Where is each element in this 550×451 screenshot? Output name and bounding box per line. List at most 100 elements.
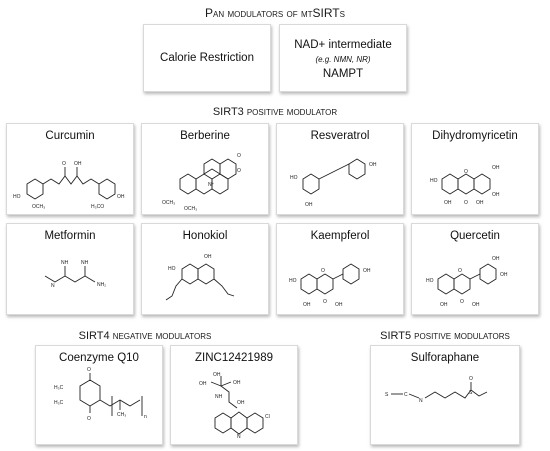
- quercetin-atom-oh3: OH: [492, 256, 500, 262]
- curcumin-atom-ho: HO: [13, 194, 21, 200]
- kaempferol-atom-oh1: OH: [303, 302, 311, 308]
- zinc-atom-n: N: [237, 434, 241, 440]
- quercetin-atom-oh1: OH: [440, 302, 448, 308]
- dihydromyricetin-atom-o1: O: [464, 169, 468, 175]
- resveratrol-atom-ho: HO: [290, 175, 298, 181]
- curcumin-atom-oh: OH: [74, 161, 82, 167]
- zinc-atom-oh3: OH: [233, 380, 241, 386]
- sulforaphane-atom-s1: S: [385, 392, 389, 398]
- zinc-atom-nh: NH: [215, 394, 223, 400]
- coenzyme-q10-title: Coenzyme Q10: [59, 352, 139, 364]
- resveratrol-title: Resveratrol: [310, 130, 370, 142]
- kaempferol-atom-o1: O: [321, 268, 325, 274]
- dihydromyricetin-atom-oh1: OH: [444, 200, 452, 206]
- coq10-atom-n: n: [144, 414, 147, 420]
- heading-sirt3-positive: SIRT3 positive modulator: [212, 106, 338, 118]
- curcumin-atom-oh2: OH: [117, 194, 125, 200]
- quercetin-atom-ho: HO: [426, 278, 434, 284]
- nad-intermediate-label: NAD+ intermediate: [294, 39, 392, 51]
- zinc-atom-oh1: OH: [213, 372, 221, 378]
- coq10-atom-o2: O: [87, 416, 91, 422]
- zinc12421989-title: ZINC12421989: [195, 352, 273, 364]
- metformin-title: Metformin: [44, 230, 96, 242]
- heading-pan-modulators: Pan modulators of mtSIRTs: [205, 6, 345, 20]
- coq10-atom-o1: O: [87, 367, 91, 373]
- card-dihydromyricetin: Dihydromyricetin O O HO OH OH OH OH: [411, 123, 539, 215]
- dihydromyricetin-title: Dihydromyricetin: [432, 130, 518, 142]
- sulforaphane-structure: S C N S O: [385, 376, 488, 404]
- dihydromyricetin-atom-oh2: OH: [476, 200, 484, 206]
- curcumin-atom-och3: OCH₃: [32, 204, 45, 210]
- quercetin-structure: O O HO OH OH OH OH: [426, 256, 508, 308]
- honokiol-title: Honokiol: [182, 230, 228, 242]
- heading-sirt4-negative: SIRT4 negative modulators: [78, 330, 212, 342]
- sulforaphane-atom-n: N: [419, 398, 423, 404]
- berberine-atom-nplus: N⁺: [208, 182, 215, 188]
- curcumin-atom-h3co: H₃CO: [91, 204, 104, 210]
- card-coenzyme-q10: Coenzyme Q10 O O H₃C H₃C CH₃ n: [35, 345, 163, 445]
- dihydromyricetin-structure: O O HO OH OH OH OH: [430, 165, 500, 206]
- dihydromyricetin-atom-o2: O: [464, 200, 468, 206]
- card-curcumin: Curcumin O OH HO OCH₃ H₃CO OH: [6, 123, 134, 215]
- kaempferol-structure: O O HO OH OH OH: [289, 263, 371, 308]
- nad-examples-label: (e.g. NMN, NR): [315, 55, 371, 64]
- metformin-atom-nh2: NH: [81, 260, 89, 266]
- card-honokiol: Honokiol HO OH: [141, 223, 269, 315]
- card-nad-intermediate: NAD+ intermediate (e.g. NMN, NR) NAMPT: [279, 24, 407, 92]
- curcumin-structure: O OH HO OCH₃ H₃CO OH: [13, 161, 125, 210]
- resveratrol-structure: HO OH OH: [290, 158, 377, 208]
- metformin-atom-n: N: [51, 283, 55, 289]
- card-zinc12421989: ZINC12421989 OH OH OH NH OH N Cl: [170, 345, 298, 445]
- kaempferol-atom-oh3: OH: [363, 268, 371, 274]
- metformin-atom-nh1: NH: [61, 260, 69, 266]
- card-metformin: Metformin N NH NH NH₂: [6, 223, 134, 315]
- kaempferol-atom-oh2: OH: [335, 302, 343, 308]
- zinc-atom-oh2: OH: [199, 381, 207, 387]
- honokiol-atom-ho: HO: [168, 266, 176, 272]
- coq10-atom-h3c1: H₃C: [54, 385, 64, 391]
- card-kaempferol: Kaempferol O O HO OH OH OH: [276, 223, 404, 315]
- honokiol-atom-oh: OH: [204, 254, 212, 260]
- zinc12421989-structure: OH OH OH NH OH N Cl: [199, 372, 270, 440]
- kaempferol-title: Kaempferol: [310, 230, 370, 242]
- curcumin-atom-o: O: [62, 161, 66, 167]
- coq10-atom-h3c2: H₃C: [54, 400, 64, 406]
- resveratrol-atom-oh2: OH: [369, 162, 377, 168]
- coq10-atom-ch3: CH₃: [117, 412, 126, 418]
- quercetin-atom-oh4: OH: [500, 272, 508, 278]
- honokiol-structure: HO OH: [165, 254, 235, 301]
- sulforaphane-atom-c: C: [404, 392, 408, 398]
- dihydromyricetin-atom-oh4: OH: [492, 192, 500, 198]
- nampt-label: NAMPT: [322, 68, 364, 80]
- curcumin-title: Curcumin: [45, 130, 95, 142]
- berberine-structure: N⁺ O O OCH₃ OCH₃: [162, 153, 241, 212]
- card-sulforaphane: Sulforaphane S C N S O: [370, 345, 520, 445]
- kaempferol-atom-o2: O: [323, 299, 327, 305]
- metformin-atom-nh2-group: NH₂: [97, 282, 106, 288]
- coenzyme-q10-structure: O O H₃C H₃C CH₃ n: [54, 367, 147, 422]
- card-berberine: Berberine N⁺ O O OCH₃ OCH₃: [141, 123, 269, 215]
- heading-sirt5-positive: SIRT5 positive modulators: [380, 330, 510, 342]
- sulforaphane-atom-s2: S: [469, 390, 473, 396]
- card-calorie-restriction: Calorie Restriction: [143, 24, 271, 92]
- card-resveratrol: Resveratrol HO OH OH: [276, 123, 404, 215]
- berberine-title: Berberine: [180, 130, 230, 142]
- berberine-atom-o2: O: [237, 168, 241, 174]
- quercetin-atom-oh2: OH: [472, 302, 480, 308]
- card-quercetin: Quercetin O O HO OH OH OH OH: [411, 223, 539, 315]
- kaempferol-atom-ho: HO: [289, 278, 297, 284]
- berberine-atom-och3-1: OCH₃: [162, 200, 175, 206]
- quercetin-atom-o2: O: [460, 299, 464, 305]
- calorie-restriction-label: Calorie Restriction: [160, 52, 254, 64]
- quercetin-title: Quercetin: [450, 230, 500, 242]
- metformin-structure: N NH NH NH₂: [44, 260, 106, 289]
- zinc-atom-oh4: OH: [237, 400, 245, 406]
- zinc-atom-cl: Cl: [265, 414, 270, 420]
- berberine-atom-och3-2: OCH₃: [184, 206, 197, 212]
- sulforaphane-title: Sulforaphane: [410, 352, 480, 364]
- resveratrol-atom-oh1: OH: [305, 202, 313, 208]
- dihydromyricetin-atom-ho: HO: [430, 178, 438, 184]
- sulforaphane-atom-o: O: [469, 376, 473, 382]
- berberine-atom-o1: O: [237, 153, 241, 159]
- quercetin-atom-o1: O: [458, 268, 462, 274]
